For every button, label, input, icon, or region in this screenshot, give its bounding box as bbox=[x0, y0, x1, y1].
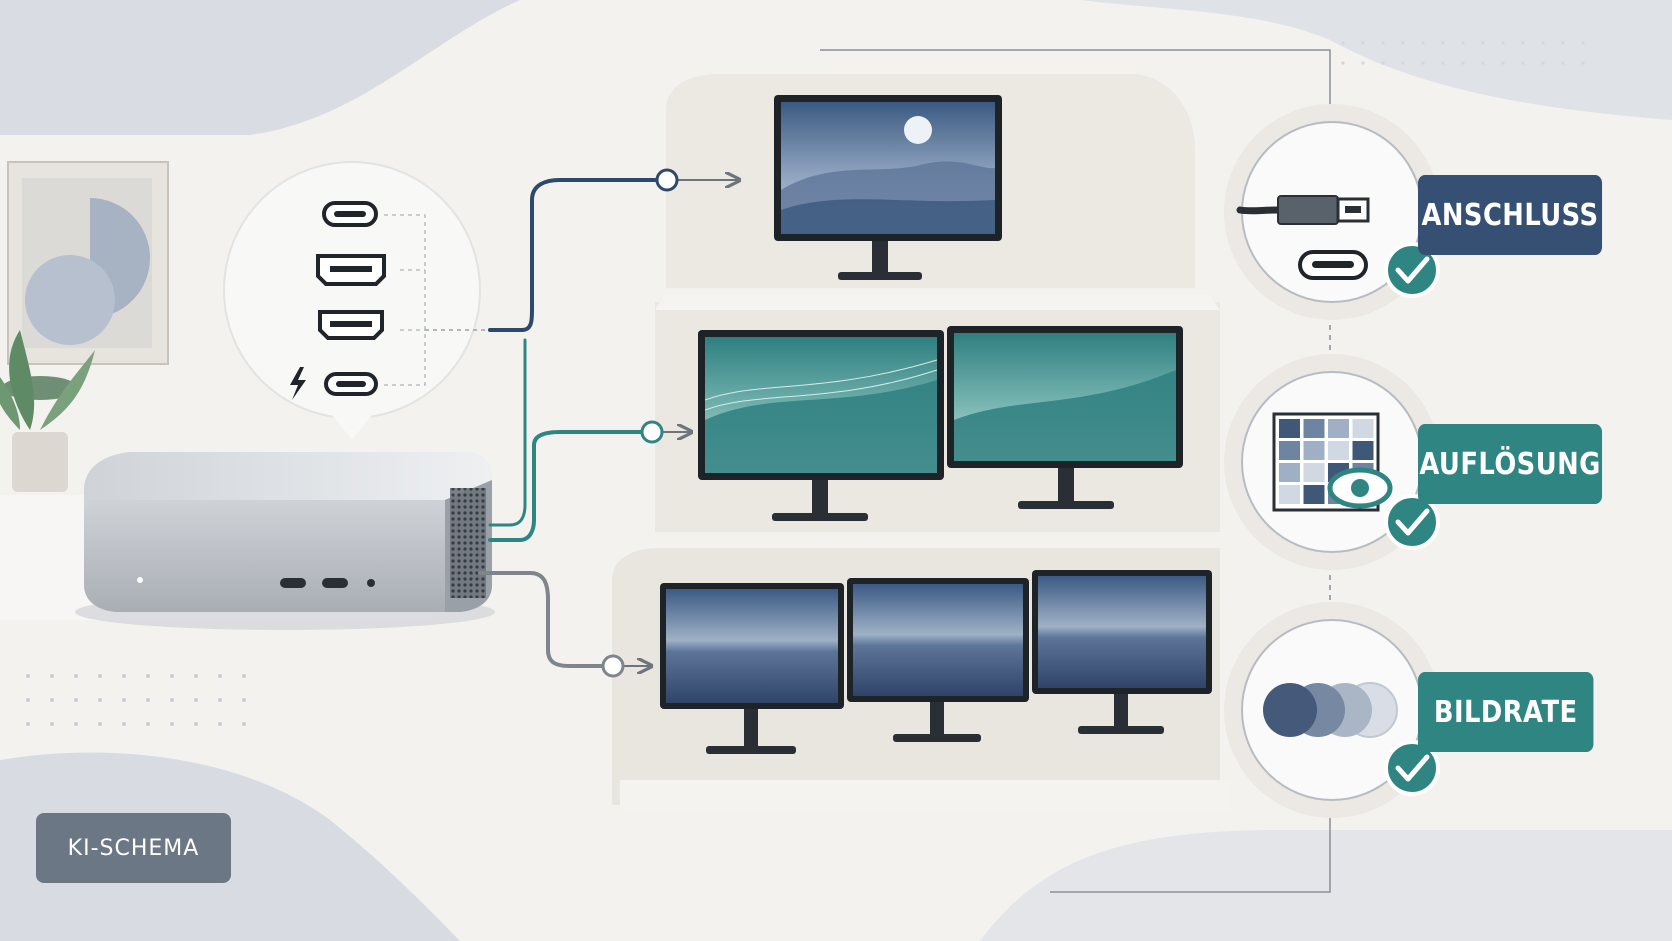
hdmi-port-icon bbox=[316, 254, 386, 286]
grid-cell bbox=[1303, 463, 1325, 482]
monitor-single bbox=[774, 95, 1002, 280]
hdmi-port-icon-2 bbox=[318, 310, 384, 340]
thunderbolt-icon bbox=[290, 367, 306, 400]
grid-cell bbox=[1279, 463, 1300, 482]
resolution-grid-eye-icon bbox=[1272, 412, 1393, 512]
cable-navy bbox=[488, 178, 662, 332]
refresh-rate-circles-icon bbox=[1263, 682, 1398, 738]
connector-node-2 bbox=[640, 420, 664, 444]
step-connectors bbox=[820, 49, 1335, 893]
usb-c-icon bbox=[1298, 250, 1368, 280]
step-circle-bildrate bbox=[1224, 602, 1440, 818]
monitor-triple-left bbox=[660, 583, 844, 754]
monitor-triple-center bbox=[847, 578, 1029, 742]
cables bbox=[478, 178, 738, 668]
grid-cell bbox=[1279, 441, 1300, 460]
usb-c-port-icon bbox=[322, 201, 378, 227]
check-icon bbox=[1384, 740, 1440, 796]
connector-node-1 bbox=[655, 168, 679, 192]
grid-cell bbox=[1303, 419, 1325, 438]
grid-cell bbox=[1279, 419, 1300, 438]
hdmi-cable-icon bbox=[1236, 195, 1370, 225]
grid-cell bbox=[1303, 441, 1325, 460]
label-anschluss: ANSCHLUSS bbox=[1418, 175, 1603, 255]
ki-schema-badge: KI-SCHEMA bbox=[36, 813, 231, 883]
step-circle-anschluss bbox=[1224, 104, 1440, 320]
grid-cell bbox=[1303, 485, 1325, 504]
grid-cell bbox=[1279, 485, 1300, 504]
check-icon bbox=[1384, 242, 1440, 298]
grid-cell bbox=[1328, 441, 1349, 460]
thunderbolt-port-icon bbox=[324, 372, 378, 396]
cable-gray bbox=[478, 571, 604, 668]
label-aufloesung: AUFLÖSUNG bbox=[1418, 424, 1603, 504]
cable-teal bbox=[488, 430, 644, 542]
monitor-triple-right bbox=[1032, 570, 1212, 734]
monitor-dual-right bbox=[947, 326, 1183, 509]
step-circle-aufloesung bbox=[1224, 354, 1440, 570]
mini-pc bbox=[75, 452, 495, 630]
label-bildrate: BILDRATE bbox=[1418, 672, 1594, 752]
connector-node-3 bbox=[601, 654, 625, 678]
monitor-dual-left bbox=[698, 330, 944, 521]
port-callout bbox=[223, 161, 490, 440]
grid-cell bbox=[1328, 419, 1349, 438]
plant bbox=[0, 330, 95, 492]
grid-cell bbox=[1352, 419, 1374, 438]
grid-cell bbox=[1352, 441, 1374, 460]
check-icon bbox=[1384, 494, 1440, 550]
